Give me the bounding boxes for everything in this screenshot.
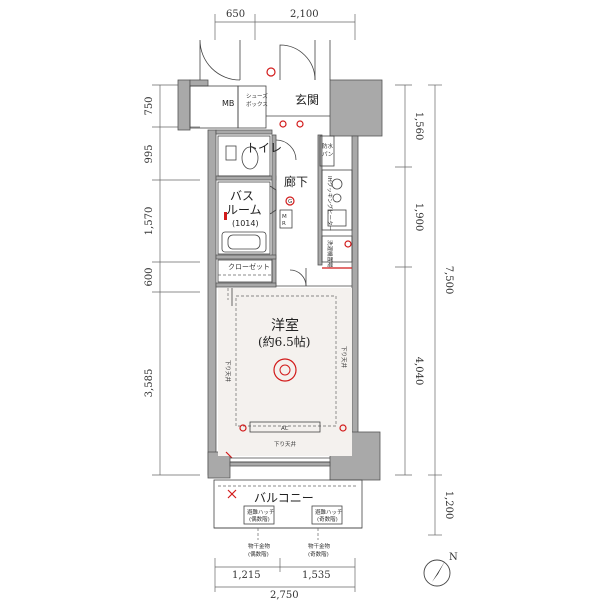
dim-right-7500: 7,500 [443, 266, 454, 295]
compass: N [423, 552, 458, 587]
washer-label: 洗濯機置場 [326, 240, 334, 268]
ceiling-bottom-label: 下り天井 [274, 440, 297, 448]
bath-label-2: ルーム [226, 203, 262, 217]
top-dimensions: 650 2,100 [214, 9, 356, 40]
dim-left-1570: 1,570 [144, 207, 155, 236]
genkan-label: 玄関 [295, 92, 319, 107]
bathroom: バス ルーム (1014) [217, 181, 277, 255]
dim-top-650: 650 [226, 9, 245, 20]
ih-burner-icon [331, 178, 343, 190]
shoebox-label-1: シューズ [246, 92, 268, 100]
gas-symbol: G [288, 199, 292, 205]
dim-left-600: 600 [144, 267, 155, 286]
ceiling-left-label: 下り天井 [224, 360, 232, 383]
closet-label: クローゼット [228, 262, 270, 271]
dim-bottom-2750: 2,750 [270, 590, 299, 600]
outlet-icon [239, 424, 247, 432]
bathtub-icon [227, 234, 261, 250]
hatch-left-label-2: (偶数階) [249, 515, 270, 523]
dim-right-1900: 1,900 [413, 203, 424, 232]
balcony: バルコニー 避難ハッチ (偶数階) 避難ハッチ (奇数階) 物干金物 (偶数階)… [213, 479, 363, 558]
dim-left-750: 750 [144, 96, 155, 115]
closet: クローゼット [217, 259, 273, 283]
toilet-bowl-icon [241, 146, 259, 170]
bath-size-label: (1014) [232, 219, 259, 228]
toilet-room: トイレ [217, 135, 297, 177]
ceiling-right-label: 下り天井 [340, 346, 348, 369]
corridor: 廊下 G M R 防水 パン IHクッキングヒーター 洗濯機置場 [279, 135, 353, 269]
ih-burner-icon-2 [332, 193, 342, 203]
hatch-right-label-2: (奇数階) [317, 515, 338, 523]
dim-top-2100: 2,100 [290, 9, 319, 20]
mr-symbol-m: M [282, 214, 287, 220]
entrance-area: MB シューズ ボックス 玄関 [189, 39, 331, 129]
toilet-label-1: トイレ [246, 141, 282, 155]
washer-outlet-icon [344, 240, 352, 248]
sensor-icon-2 [296, 120, 304, 128]
ceiling-light-icon [273, 358, 297, 382]
compass-north-label: N [449, 552, 458, 563]
mb-label: MB [222, 99, 234, 108]
outlet-icon-2 [339, 424, 347, 432]
balcony-label: バルコニー [254, 491, 314, 505]
laundry-left-label-2: (偶数階) [248, 550, 269, 558]
youshitsu-size-label: (約6.5帖) [258, 334, 310, 349]
kitchen-label: IHクッキングヒーター [326, 176, 334, 231]
dim-right-4040: 4,040 [413, 357, 424, 386]
bousui-label-2: パン [322, 151, 334, 158]
bath-label-1: バス [230, 189, 254, 203]
right-outer-dimensions: 7,500 1,200 [428, 84, 454, 536]
rouka-label: 廊下 [284, 174, 308, 189]
shoebox-label-2: ボックス [246, 100, 268, 108]
intercom-icon [266, 67, 276, 77]
compass-circle-icon [423, 559, 451, 587]
laundry-right-label-1: 物干金物 [308, 542, 331, 550]
mr-symbol-r: R [282, 221, 286, 227]
hatch-right-label-1: 避難ハッチ [315, 508, 343, 516]
ceiling-light-inner-icon [279, 364, 291, 376]
western-room: 洋室 (約6.5帖) 下り天井 下り天井 下り天井 AC [218, 268, 352, 463]
dim-bottom-1215: 1,215 [232, 570, 261, 581]
gas-icon [285, 196, 295, 206]
dim-right-1560: 1,560 [413, 112, 424, 141]
dim-bottom-1535: 1,535 [302, 570, 331, 581]
dim-left-995: 995 [144, 144, 155, 163]
hatch-left-label-1: 避難ハッチ [247, 508, 275, 516]
dim-right-1200: 1,200 [443, 491, 454, 520]
youshitsu-label: 洋室 [271, 317, 299, 334]
compass-needle-icon [432, 561, 445, 582]
ac-label: AC [281, 426, 289, 432]
laundry-right-label-2: (奇数階) [308, 550, 329, 558]
bottom-dimensions: 1,215 1,535 2,750 [214, 558, 356, 600]
laundry-left-label-1: 物干金物 [248, 542, 271, 550]
right-inner-dimensions: 1,560 1,900 4,040 [395, 84, 424, 476]
left-dimensions: 750 995 1,570 600 3,585 [144, 84, 200, 476]
dim-left-3585: 3,585 [144, 369, 155, 398]
bath-control-icon [224, 212, 227, 220]
bousui-label-1: 防水 [322, 142, 334, 150]
sensor-icon [279, 120, 287, 128]
